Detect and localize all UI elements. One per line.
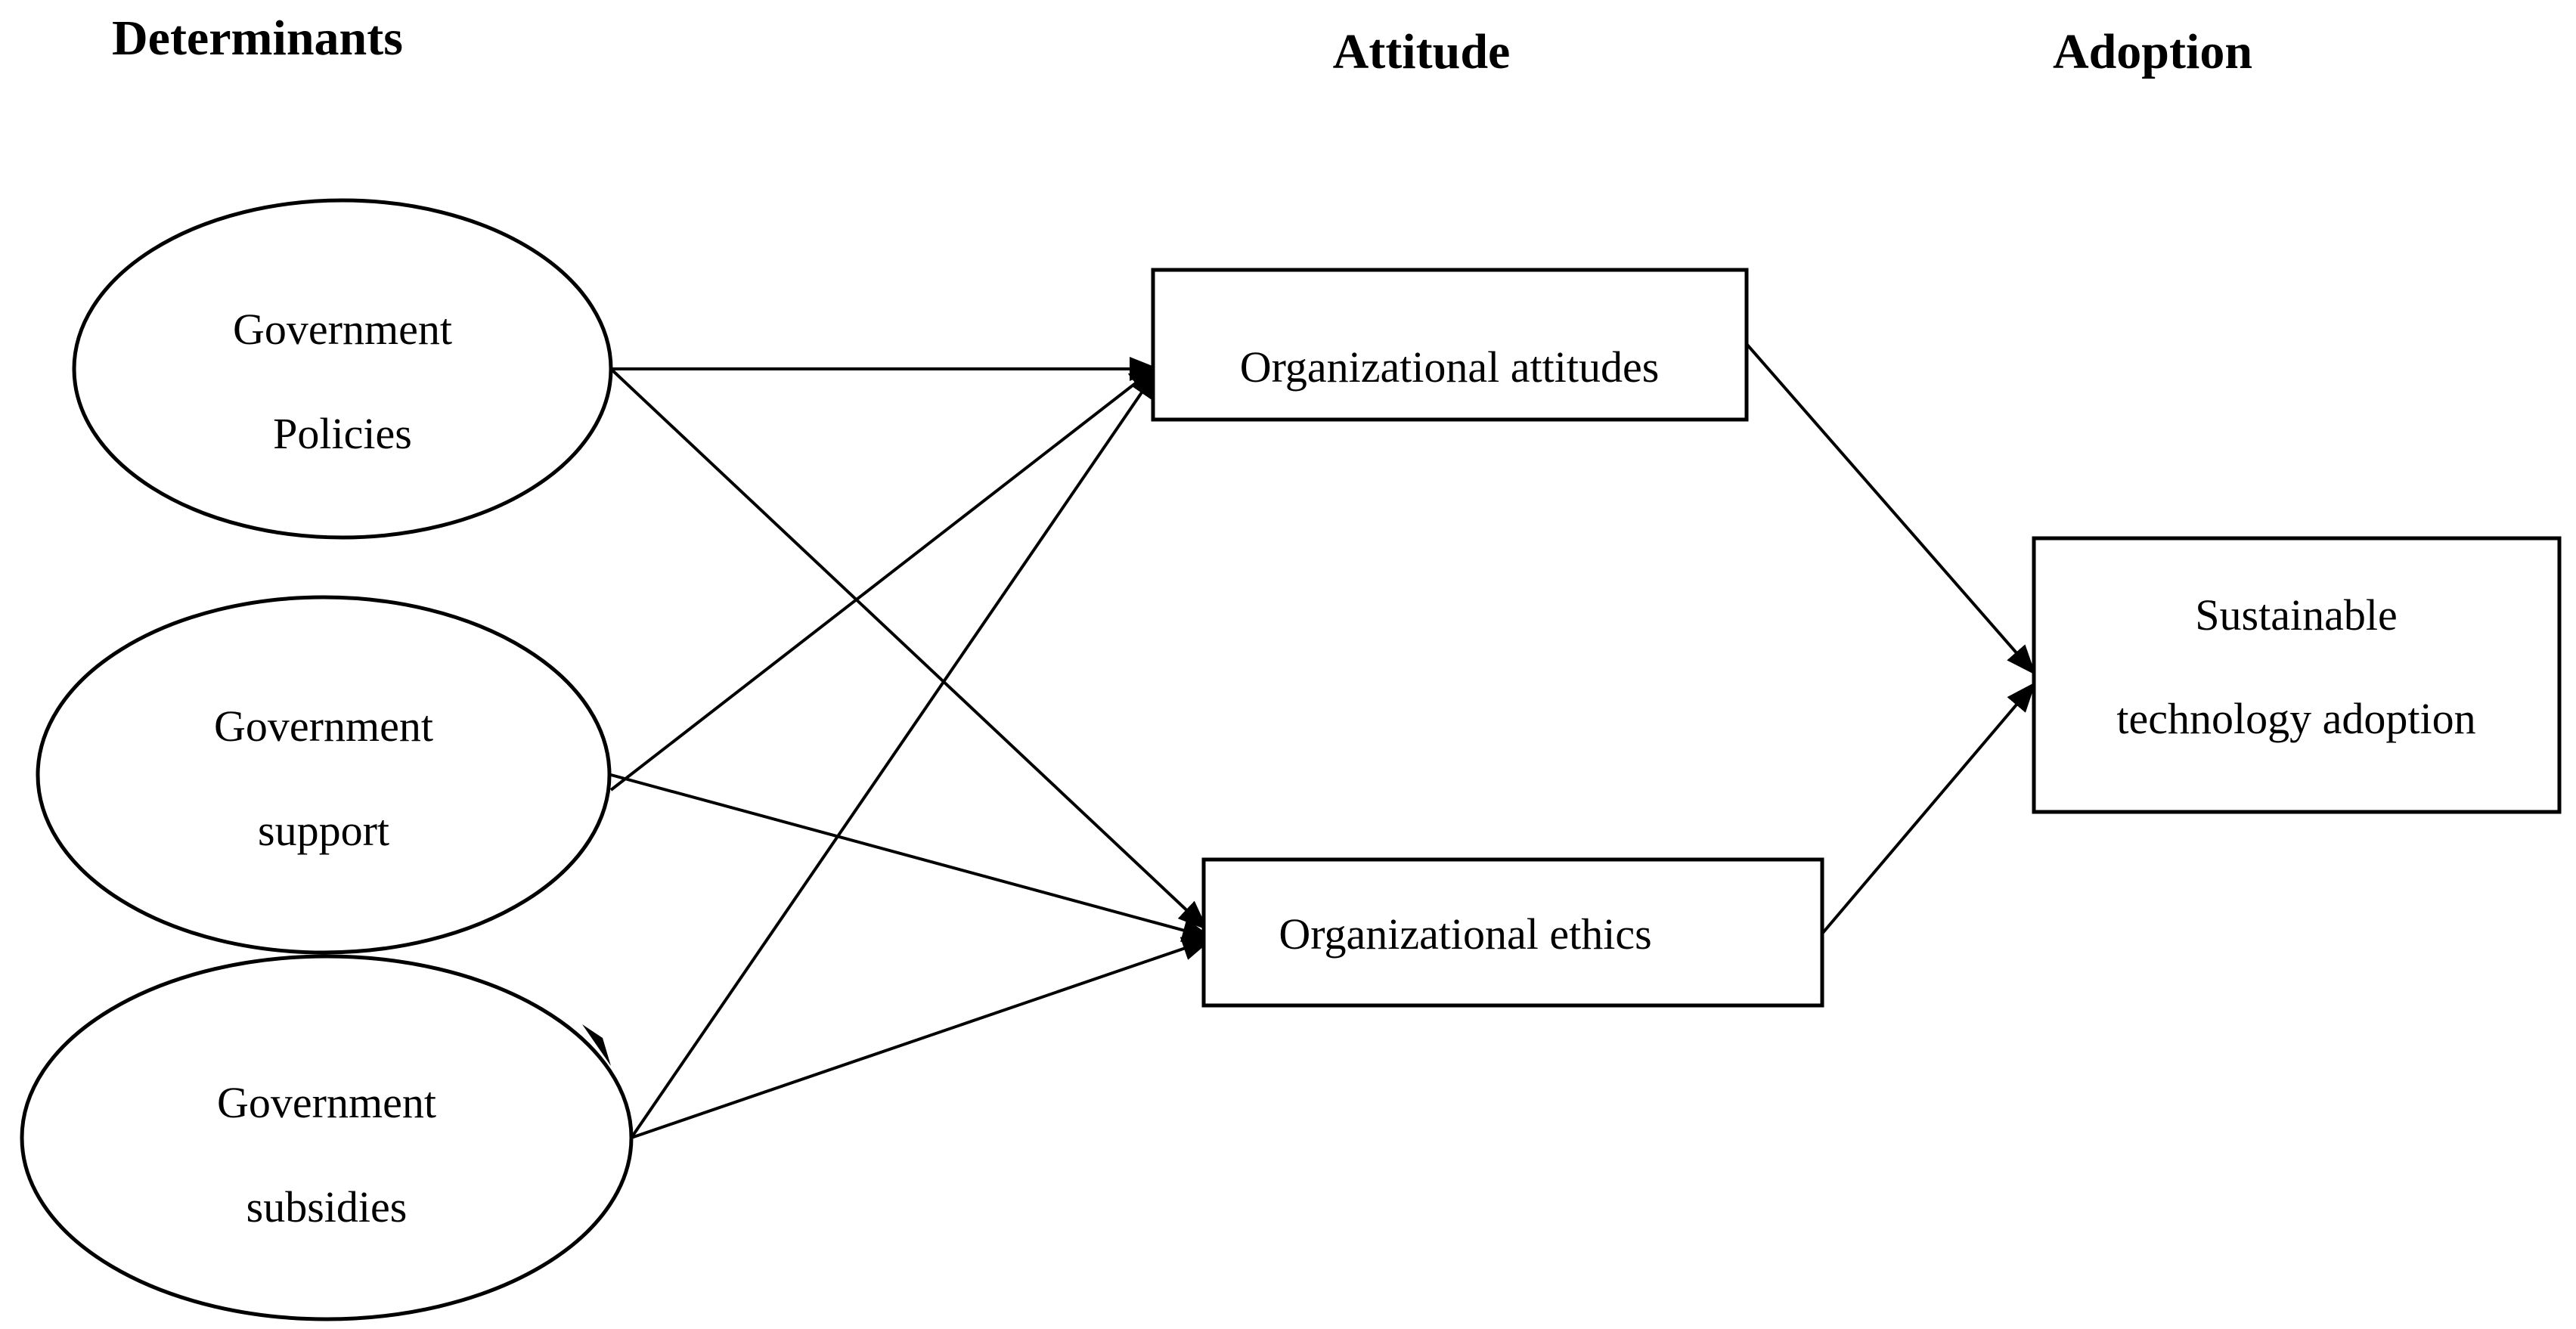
node-shape [36, 595, 612, 955]
node-organizational-attitudes: Organizational attitudes [1151, 268, 1749, 422]
node-government-policies: Government Policies [72, 198, 613, 540]
heading-attitude: Attitude [1333, 24, 1511, 79]
node-organizational-ethics: Organizational ethics [1201, 857, 1824, 1008]
heading-determinants: Determinants [112, 11, 403, 66]
node-shape [20, 954, 634, 1321]
node-government-subsidies: Government subsidies [20, 954, 634, 1321]
node-shape [1151, 268, 1749, 422]
node-label: Organizational ethics [1279, 909, 1651, 959]
node-label-line2: support [258, 806, 389, 855]
node-label-line2: subsidies [246, 1182, 408, 1231]
node-sustainable-technology-adoption: Sustainable technology adoption [2032, 536, 2562, 814]
stray-arrowhead-icon [582, 1024, 611, 1066]
node-shape [2032, 536, 2562, 814]
edge-subsidies-to-ethics [631, 937, 1213, 1139]
edge-support-to-attitudes [609, 364, 1160, 792]
node-label-line1: Government [233, 305, 452, 354]
edges [582, 342, 2036, 1139]
node-shape [72, 198, 613, 540]
edge-attitudes-to-adoption [1745, 342, 2036, 676]
node-label-line2: Policies [273, 409, 412, 458]
node-government-support: Government support [36, 595, 612, 955]
edge-support-to-ethics [610, 773, 1213, 943]
edge-subsidies-to-attitudes [630, 367, 1159, 1139]
edge-ethics-to-adoption [1821, 681, 2036, 935]
edge-policies-to-ethics [609, 367, 1208, 931]
node-shape [1201, 857, 1824, 1008]
node-label-line2: technology adoption [2116, 694, 2475, 743]
node-label: Organizational attitudes [1240, 342, 1660, 392]
node-label-line1: Government [214, 702, 433, 751]
node-label-line1: Government [217, 1078, 436, 1127]
node-label-line1: Sustainable [2195, 590, 2397, 640]
heading-adoption: Adoption [2053, 24, 2252, 79]
